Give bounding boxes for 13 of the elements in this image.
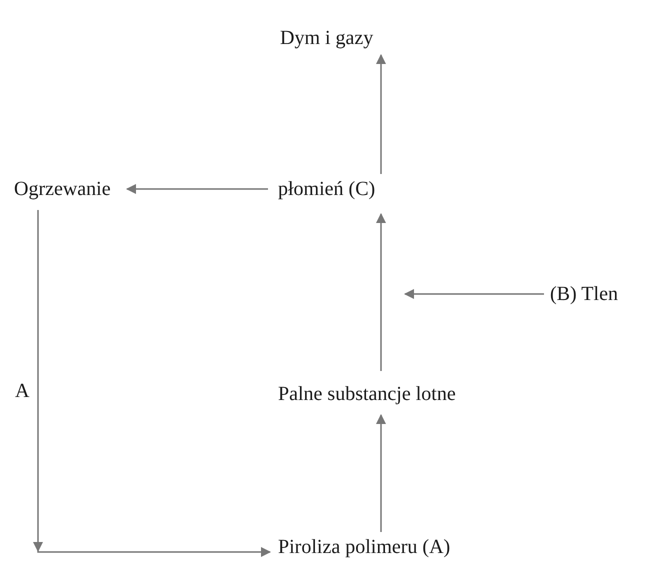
node-label: (B) Tlen	[544, 279, 624, 309]
node-label: Ogrzewanie	[8, 174, 117, 204]
node-label: płomień (C)	[272, 174, 382, 204]
arrow	[404, 289, 544, 299]
node-label: Dym i gazy	[274, 23, 380, 53]
arrow	[376, 213, 386, 371]
node-label: Palne substancje lotne	[272, 379, 462, 409]
arrow	[376, 54, 386, 174]
node-label: Piroliza polimeru (A)	[272, 532, 456, 562]
edge-label: A	[15, 380, 30, 402]
arrow	[126, 184, 268, 194]
arrow	[376, 414, 386, 532]
arrow	[33, 210, 271, 557]
